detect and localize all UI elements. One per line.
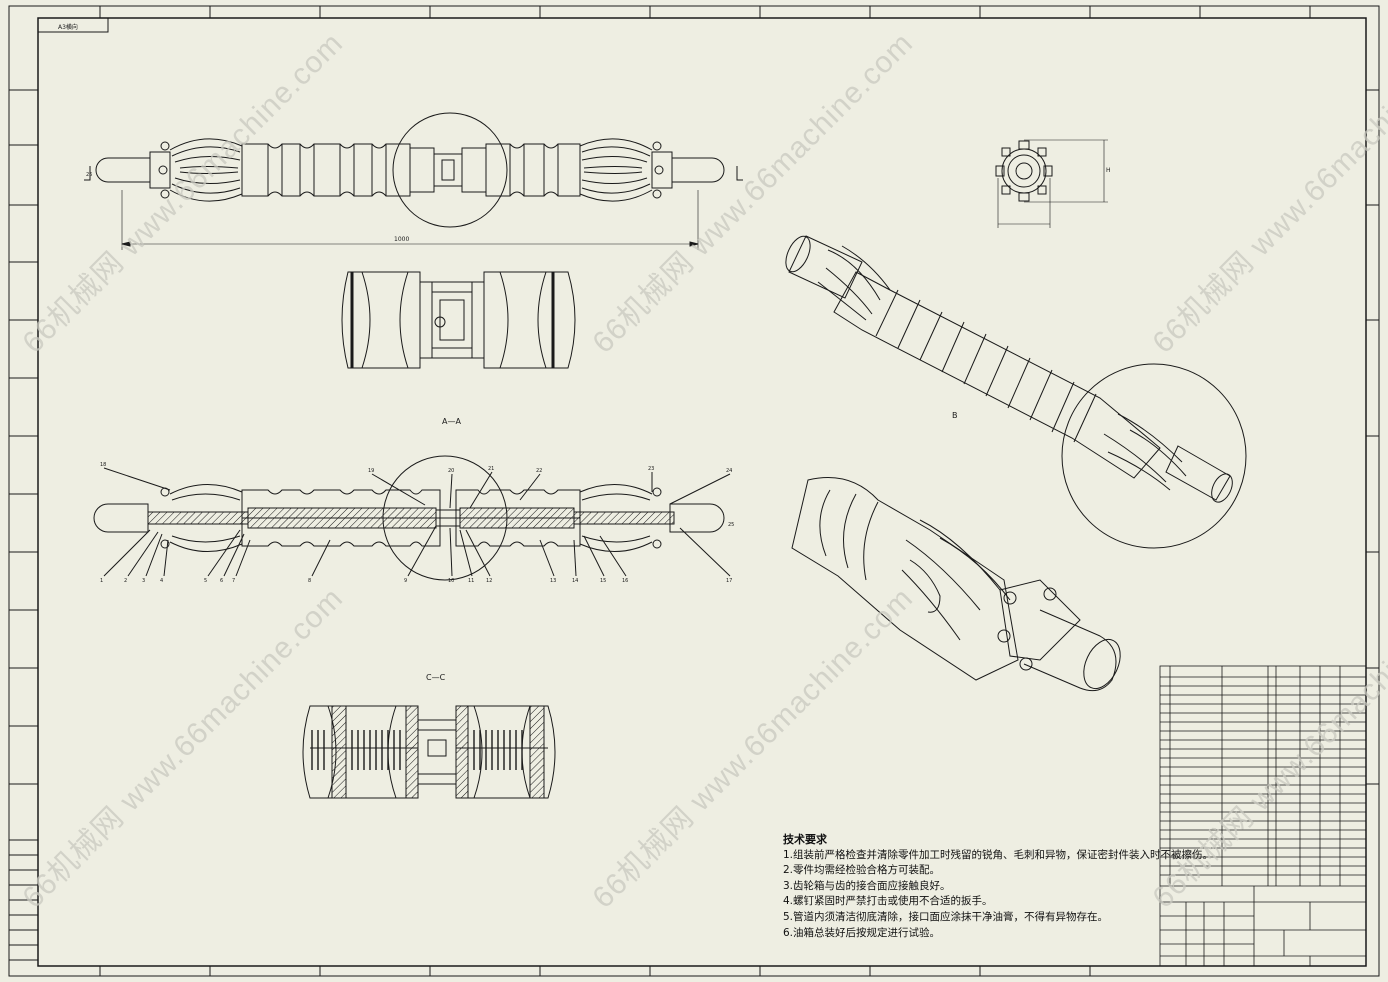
balloon-16: 16	[622, 578, 628, 584]
dim-overall-length: 1000	[394, 236, 409, 243]
balloon-15: 15	[600, 578, 606, 584]
section-a-a	[93, 455, 731, 581]
tech-line: 1.组装前严格检查并清除零件加工时残留的锐角、毛刺和异物，保证密封件装入时不被擦…	[783, 848, 1214, 861]
balloon-21: 21	[488, 466, 494, 472]
view-label-b: B	[952, 411, 958, 420]
view-label-section-c: C—C	[426, 673, 446, 682]
balloon-8: 8	[308, 578, 311, 584]
end-view	[995, 139, 1108, 228]
balloon-18: 18	[100, 462, 106, 468]
balloon-25: 25	[728, 522, 734, 528]
balloon-3: 3	[142, 578, 145, 584]
balloon-7: 7	[232, 578, 235, 584]
side-block	[8, 839, 39, 961]
balloon-11: 11	[468, 578, 474, 584]
detail-circle-top	[392, 112, 508, 228]
balloon-1: 1	[100, 578, 103, 584]
balloon-17: 17	[726, 578, 732, 584]
zone-ticks	[9, 6, 1379, 976]
outer-frame	[8, 5, 1380, 977]
balloon-9: 9	[404, 578, 407, 584]
tech-line: 4.螺钉紧固时严禁打击或使用不合适的扳手。	[783, 895, 993, 908]
inner-frame	[37, 17, 1367, 967]
tech-title: 技术要求	[783, 833, 827, 846]
title-block	[1159, 665, 1367, 967]
view-label-section-a: A—A	[442, 417, 461, 426]
isometric-view	[785, 235, 1247, 549]
tech-line: 6.油箱总装好后按规定进行试验。	[783, 926, 941, 939]
balloon-14: 14	[572, 578, 578, 584]
section-c-c	[302, 705, 556, 799]
balloon-5: 5	[204, 578, 207, 584]
balloon-19: 19	[368, 468, 374, 474]
corner-label: A3横向	[58, 24, 78, 31]
corner-label-box	[37, 17, 109, 33]
balloon-23: 23	[648, 466, 654, 472]
balloon-13: 13	[550, 578, 556, 584]
balloon-22: 22	[536, 468, 542, 474]
detail-view-b	[341, 271, 576, 369]
detail-circle-section	[382, 455, 508, 581]
balloon-2: 2	[124, 578, 127, 584]
balloon-labels: 1 2 3 4 5 6 7 8 9 10 11 12 13 14 15 16 1…	[86, 172, 734, 584]
balloon-10: 10	[448, 578, 454, 584]
isometric-detail	[791, 477, 1121, 692]
main-view-assembly	[84, 112, 743, 250]
balloon-6: 6	[220, 578, 223, 584]
balloon-26: 26	[86, 172, 92, 178]
tech-line: 5.管道内须清洁彻底清除，接口面应涂抹干净油膏，不得有异物存在。	[783, 910, 1109, 923]
technical-requirements: 技术要求 1.组装前严格检查并清除零件加工时残留的锐角、毛刺和异物，保证密封件装…	[783, 832, 1213, 941]
detail-circle-iso	[1061, 363, 1247, 549]
dim-height: H	[1106, 167, 1111, 174]
balloon-12: 12	[486, 578, 492, 584]
tech-line: 3.齿轮箱与齿的接合面应接触良好。	[783, 879, 951, 892]
balloon-4: 4	[160, 578, 163, 584]
balloon-24: 24	[726, 468, 732, 474]
tech-line: 2.零件均需经检验合格方可装配。	[783, 864, 941, 877]
balloon-20: 20	[448, 468, 454, 474]
